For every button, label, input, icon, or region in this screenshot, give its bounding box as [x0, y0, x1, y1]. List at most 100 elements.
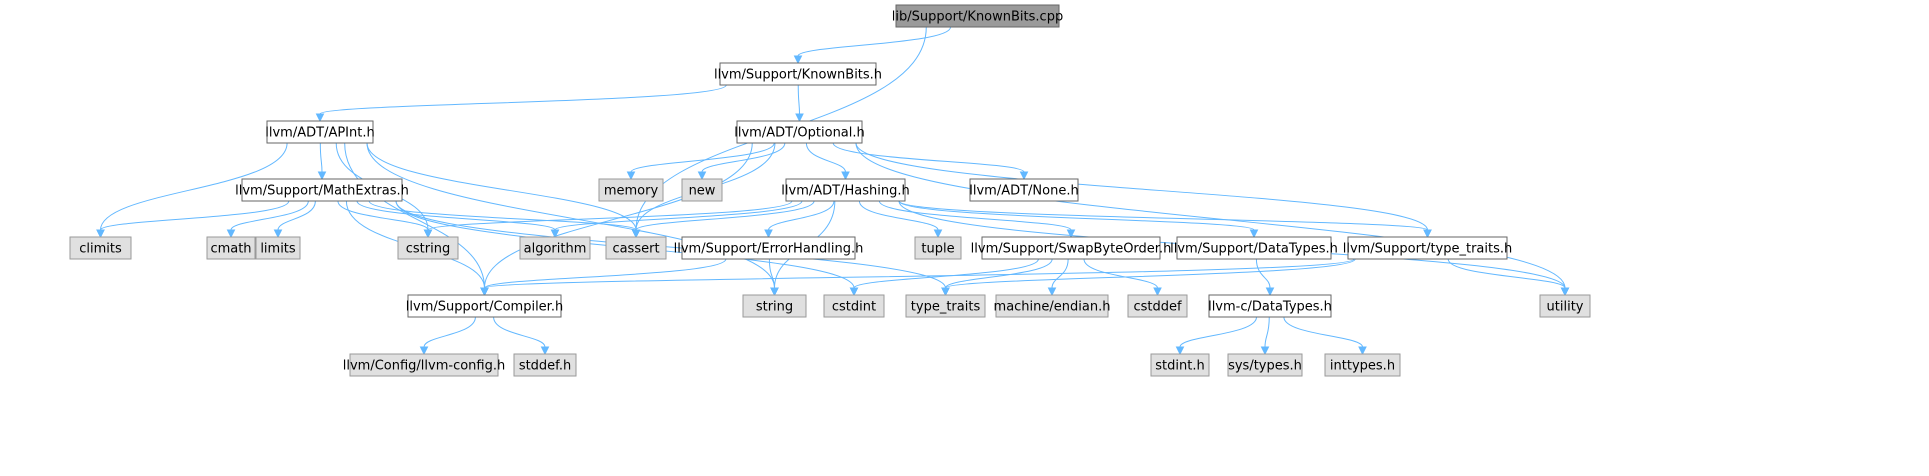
node-label: llvm/ADT/APInt.h	[265, 126, 374, 141]
node-box	[1176, 236, 1332, 260]
node-cstddef: cstddef	[1127, 294, 1188, 318]
node-box	[1150, 353, 1210, 377]
node-box	[736, 120, 863, 144]
edge-typetraits_h-to-utility	[1447, 258, 1570, 297]
node-box	[1347, 236, 1508, 260]
edge-mathextras-to-cmath	[226, 200, 309, 239]
node-box	[1127, 294, 1188, 318]
node-datatypes[interactable]: llvm/Support/DataTypes.h	[1170, 236, 1338, 260]
edge-hashing-to-algorithm	[550, 200, 803, 239]
node-mathextras[interactable]: llvm/Support/MathExtras.h	[235, 178, 409, 202]
node-box	[69, 236, 132, 260]
edge-swapbyteorder-to-cstddef	[1083, 258, 1162, 297]
node-box	[241, 178, 403, 202]
edge-hashing-to-tuple	[858, 200, 943, 239]
edge-swapbyteorder-to-type_traits	[941, 258, 1053, 297]
node-label: new	[689, 184, 716, 199]
node-box	[823, 294, 885, 318]
node-box	[681, 236, 856, 260]
node-label: sys/types.h	[1228, 359, 1302, 374]
node-apint[interactable]: llvm/ADT/APInt.h	[265, 120, 375, 144]
node-label: llvm/Support/ErrorHandling.h	[674, 242, 864, 257]
edge-typetraits_h-to-compiler	[480, 258, 1355, 297]
node-cassert: cassert	[605, 236, 667, 260]
node-label: llvm/Support/type_traits.h	[1343, 242, 1513, 257]
node-label: algorithm	[524, 242, 587, 257]
node-label: cstdint	[832, 300, 876, 315]
node-box	[1227, 353, 1303, 377]
node-box	[995, 294, 1109, 318]
node-climits: climits	[69, 236, 132, 260]
node-label: cassert	[612, 242, 659, 257]
node-compiler[interactable]: llvm/Support/Compiler.h	[406, 294, 563, 318]
edge-c_datatypes-to-inttypes	[1283, 316, 1367, 356]
node-kb-cpp[interactable]: lib/Support/KnownBits.cpp	[892, 4, 1063, 28]
node-box	[895, 4, 1060, 28]
node-cstring: cstring	[397, 236, 459, 260]
node-endian: machine/endian.h	[994, 294, 1110, 318]
node-box	[981, 236, 1161, 260]
node-systypes: sys/types.h	[1227, 353, 1303, 377]
node-label: stdint.h	[1155, 359, 1204, 374]
node-label: llvm/ADT/None.h	[969, 184, 1078, 199]
edge-apint-to-mathextras	[317, 142, 327, 181]
edge-compiler-to-stddef	[493, 316, 550, 356]
node-c-datatypes[interactable]: llvm-c/DataTypes.h	[1208, 294, 1332, 318]
edge-c_datatypes-to-stdint	[1175, 316, 1257, 356]
node-string: string	[742, 294, 807, 318]
node-tuple: tuple	[914, 236, 962, 260]
node-label: llvm/Support/SwapByteOrder.h	[971, 242, 1172, 257]
node-kb-h[interactable]: llvm/Support/KnownBits.h	[714, 62, 882, 86]
node-box	[519, 236, 591, 260]
node-box	[407, 294, 562, 318]
node-label: llvm/Support/KnownBits.h	[714, 68, 882, 83]
node-label: type_traits	[911, 300, 981, 315]
node-label: llvm/Support/DataTypes.h	[1170, 242, 1338, 257]
node-label: cmath	[210, 242, 251, 257]
graph-edges	[96, 26, 1570, 356]
node-label: llvm/ADT/Optional.h	[734, 126, 865, 141]
edge-c_datatypes-to-systypes	[1260, 316, 1270, 356]
edge-swapbyteorder-to-endian	[1047, 258, 1069, 297]
edge-optional-to-memory	[626, 142, 775, 181]
edge-hashing-to-cassert	[631, 200, 815, 239]
node-memory: memory	[598, 178, 664, 202]
node-stddef: stddef.h	[513, 353, 577, 377]
node-box	[1539, 294, 1591, 318]
edge-optional-to-hashing	[805, 142, 850, 181]
node-none[interactable]: llvm/ADT/None.h	[969, 178, 1079, 202]
edge-compiler-to-llvmconfig	[419, 316, 476, 356]
node-box	[742, 294, 807, 318]
node-label: tuple	[921, 242, 954, 257]
edge-hashing-to-swapbyteorder	[878, 200, 1076, 239]
edge-hashing-to-errorhandling	[764, 200, 835, 239]
edge-optional-to-new	[697, 142, 786, 181]
edge-kb_cpp-to-kb_h	[793, 26, 952, 65]
node-optional[interactable]: llvm/ADT/Optional.h	[734, 120, 865, 144]
node-label: lib/Support/KnownBits.cpp	[892, 10, 1063, 25]
edge-hashing-to-typetraits_h	[898, 200, 1432, 239]
node-label: llvm/Config/llvm-config.h	[343, 359, 505, 374]
node-label: llvm/Support/Compiler.h	[406, 300, 563, 315]
node-errorhandling[interactable]: llvm/Support/ErrorHandling.h	[674, 236, 864, 260]
node-box	[397, 236, 459, 260]
node-box	[598, 178, 664, 202]
node-box	[1208, 294, 1332, 318]
edge-datatypes-to-c_datatypes	[1255, 258, 1275, 297]
node-cstdint: cstdint	[823, 294, 885, 318]
node-typetraits-h[interactable]: llvm/Support/type_traits.h	[1343, 236, 1513, 260]
node-label: string	[756, 300, 793, 315]
node-label: llvm/Support/MathExtras.h	[235, 184, 409, 199]
edge-mathextras-to-limits	[273, 200, 316, 239]
edge-hashing-to-cstring	[423, 200, 793, 239]
node-box	[914, 236, 962, 260]
node-hashing[interactable]: llvm/ADT/Hashing.h	[781, 178, 910, 202]
edge-hashing-to-datatypes	[898, 200, 1259, 239]
node-type-traits: type_traits	[905, 294, 986, 318]
edge-errorhandling-to-string	[768, 258, 779, 297]
node-label: llvm/ADT/Hashing.h	[781, 184, 909, 199]
node-label: limits	[260, 242, 296, 257]
node-swapbyteorder[interactable]: llvm/Support/SwapByteOrder.h	[971, 236, 1172, 260]
node-algorithm: algorithm	[519, 236, 591, 260]
